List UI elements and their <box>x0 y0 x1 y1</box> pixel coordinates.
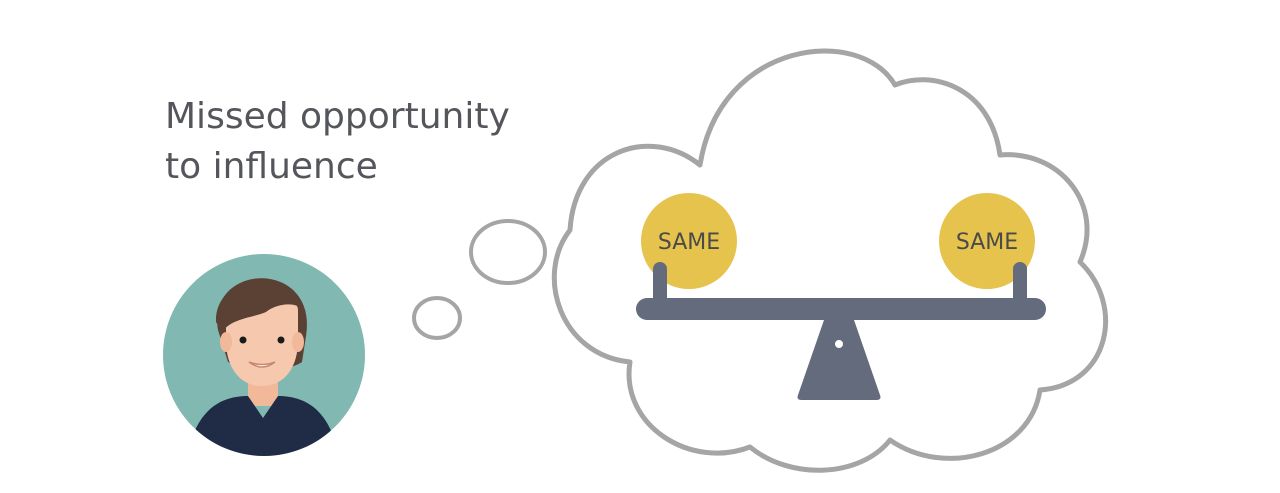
fulcrum-pivot <box>835 340 843 348</box>
right-eye <box>277 336 285 344</box>
thought-bubble-small-icon <box>412 296 462 340</box>
thought-cloud-icon <box>551 48 1109 473</box>
balance-scale-icon: SAME SAME <box>636 193 1046 400</box>
right-coin-label: SAME <box>956 230 1018 255</box>
scale-fulcrum <box>797 320 881 400</box>
left-eye <box>239 336 247 344</box>
headline-line-2: to influence <box>165 146 378 187</box>
left-coin-label: SAME <box>658 230 720 255</box>
person-avatar-icon <box>163 254 365 456</box>
headline: Missed opportunity to influence <box>165 92 510 192</box>
thought-bubble-large-icon <box>469 219 547 285</box>
right-coin-icon <box>939 193 1035 289</box>
headline-line-1: Missed opportunity <box>165 96 510 137</box>
scale-beam <box>636 298 1046 320</box>
